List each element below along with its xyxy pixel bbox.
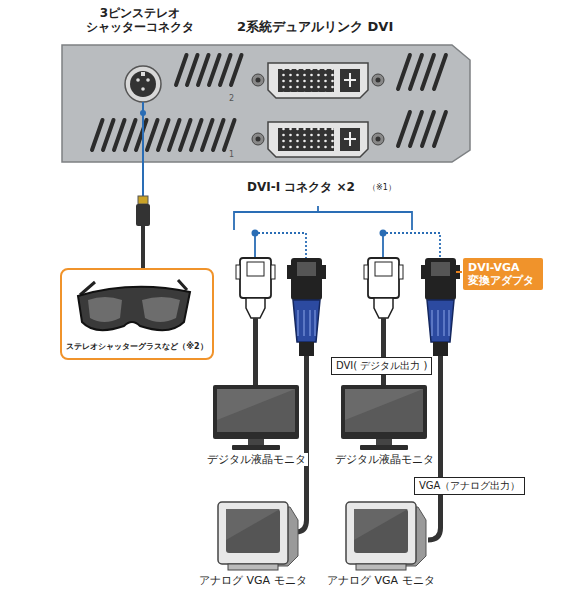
vent-slot xyxy=(158,120,169,150)
vent-slot xyxy=(187,55,198,85)
bracket-plate xyxy=(62,45,470,162)
vent-slot xyxy=(410,112,422,146)
vent-slot xyxy=(202,120,213,150)
vent-slot xyxy=(169,120,180,150)
dvi-cable-set xyxy=(236,230,326,533)
connector-caption: 3ピンステレオ シャッターコネクタ xyxy=(75,6,205,35)
vent-slot xyxy=(213,120,224,150)
dvi-port xyxy=(252,122,384,157)
vent-slot xyxy=(410,55,422,89)
stereo-connector xyxy=(125,66,161,102)
vent-slot xyxy=(422,112,434,146)
vent-slot xyxy=(209,55,220,85)
crt-monitor xyxy=(346,502,426,570)
port-number: 1 xyxy=(229,150,234,160)
monitor-caption: アナログ VGA モニタ xyxy=(197,574,309,587)
vent-slot xyxy=(231,55,242,85)
adapter-tag: DVI-VGA 変換アダプタ xyxy=(463,258,543,290)
vent-slot xyxy=(224,120,235,150)
vent-slot xyxy=(398,112,410,146)
node-text: ステレオシャッターグラスなど（※2） xyxy=(66,341,207,352)
lcd-monitor xyxy=(213,385,299,450)
vent-slot xyxy=(191,120,202,150)
vent-slot xyxy=(136,120,147,150)
note-mark: （※1） xyxy=(368,183,396,193)
ports-caption: 2系統デュアルリンク DVI xyxy=(237,19,393,35)
monitor-caption: アナログ VGA モニタ xyxy=(325,574,437,587)
port-number: 2 xyxy=(229,94,234,104)
monitor-caption: デジタル液晶モニタ xyxy=(205,453,308,466)
vent-slot xyxy=(92,120,103,150)
node-text: DVI( デジタル出力 ) xyxy=(336,359,427,373)
vent-slot xyxy=(176,55,187,85)
vent-slot xyxy=(422,55,434,89)
lcd-monitor xyxy=(341,385,427,450)
vent-slot xyxy=(434,55,446,89)
vent-slot xyxy=(198,55,209,85)
vent-slot xyxy=(434,112,446,146)
vent-slot xyxy=(125,120,136,150)
vent-slot xyxy=(180,120,191,150)
vent-slot xyxy=(103,120,114,150)
dvi-port xyxy=(252,63,384,98)
vent-slot xyxy=(398,55,410,89)
accessory-box: ステレオシャッターグラスなど（※2） xyxy=(60,268,214,360)
vent-slot xyxy=(220,55,231,85)
vent-slot xyxy=(114,120,125,150)
node-text: VGA（アナログ出力） xyxy=(419,479,520,493)
shutter-glasses xyxy=(78,280,190,330)
node-text: DVI-VGA 変換アダプタ xyxy=(468,261,538,287)
crt-monitor xyxy=(218,502,298,570)
monitor-caption: デジタル液晶モニタ xyxy=(333,453,436,466)
signal-tag: VGA（アナログ出力） xyxy=(414,477,525,495)
vent-slot xyxy=(147,120,158,150)
group-bracket xyxy=(234,206,412,230)
stereo-cable xyxy=(136,102,150,270)
connector-caption: DVI-I コネクタ ×2 xyxy=(247,180,355,194)
signal-tag: DVI( デジタル出力 ) xyxy=(331,357,432,375)
